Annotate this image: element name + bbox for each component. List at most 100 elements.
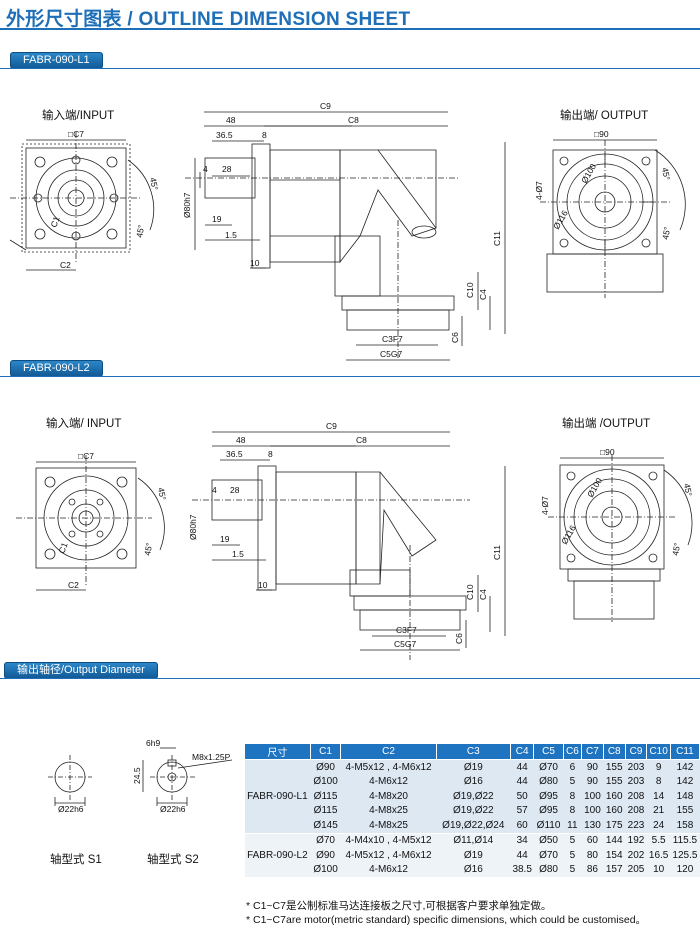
dim-angle: 45° bbox=[660, 167, 672, 181]
table-cell: 34 bbox=[510, 832, 534, 848]
table-cell: 130 bbox=[581, 818, 604, 833]
header-cell: C4 bbox=[509, 743, 535, 760]
dim-angle: 45° bbox=[670, 542, 682, 556]
dim-c5: C5G7 bbox=[394, 639, 416, 649]
dim-c9: C9 bbox=[320, 101, 331, 111]
table-cell: 6 bbox=[563, 759, 582, 775]
header-cell: C6 bbox=[562, 743, 583, 760]
dim-angle: 45° bbox=[148, 177, 160, 191]
table-cell: 175 bbox=[603, 818, 626, 833]
dim-4: 4 bbox=[203, 164, 208, 174]
dim-48: 48 bbox=[226, 115, 236, 125]
dim-c8: C8 bbox=[356, 435, 367, 445]
table-cell: 9 bbox=[646, 759, 671, 775]
table-cell: Ø70 bbox=[533, 759, 564, 775]
dimension-table: 尺寸 C1 C2 C3 C4 C5 C6 C7 C8 C9 C10 C11 FA… bbox=[244, 743, 700, 877]
dim-s1-dia: Ø22h6 bbox=[58, 804, 84, 814]
table-cell: 90 bbox=[581, 774, 604, 789]
dim-c3: C3F7 bbox=[396, 625, 417, 635]
dim-phi100: Ø100 bbox=[585, 476, 604, 499]
table-cell: Ø11,Ø14 bbox=[436, 832, 511, 848]
dim-c10: C10 bbox=[465, 282, 475, 298]
table-cell: 202 bbox=[625, 848, 647, 863]
dim-angle: 45° bbox=[682, 483, 694, 497]
table-cell: 4-M8x25 bbox=[340, 818, 437, 833]
dim-28: 28 bbox=[230, 485, 240, 495]
dim-19: 19 bbox=[220, 534, 230, 544]
table-cell: Ø90 bbox=[310, 759, 341, 775]
dim-angle: 45° bbox=[134, 224, 146, 238]
table-cell: Ø100 bbox=[310, 774, 341, 789]
dim-c10: C10 bbox=[465, 584, 475, 600]
table-cell: 120 bbox=[670, 862, 700, 877]
output-face-drawing-l1 bbox=[540, 139, 686, 298]
note-chinese: * C1~C7是公制标准马达连接板之尺寸,可根据客户要求单独定做。 bbox=[246, 900, 552, 912]
dim-s2-key: 6h9 bbox=[146, 738, 160, 748]
section-rule bbox=[0, 678, 700, 679]
dim-1-5: 1.5 bbox=[232, 549, 244, 559]
table-cell: 203 bbox=[625, 774, 647, 789]
dim-28: 28 bbox=[222, 164, 232, 174]
table-cell: 142 bbox=[670, 774, 700, 789]
table-cell: 90 bbox=[581, 759, 604, 775]
table-cell: 154 bbox=[603, 848, 626, 863]
dim-36-5: 36.5 bbox=[216, 130, 233, 140]
table-cell: 4-M6x12 bbox=[340, 862, 437, 877]
table-cell: 5 bbox=[563, 848, 582, 863]
dim-10: 10 bbox=[258, 580, 268, 590]
model-cell: FABR-090-L1 bbox=[244, 759, 311, 833]
dim-s2-thread: M8x1.25P bbox=[192, 752, 231, 762]
dim-angle: 45° bbox=[660, 226, 672, 240]
header-cell: C1 bbox=[309, 743, 342, 760]
table-cell: Ø115 bbox=[310, 789, 341, 804]
dim-sq90: □90 bbox=[600, 447, 615, 457]
dim-s2-depth: 24.5 bbox=[132, 767, 142, 784]
input-face-drawing-l2 bbox=[16, 455, 165, 591]
table-cell: Ø16 bbox=[436, 862, 511, 877]
dim-c2: C2 bbox=[68, 580, 79, 590]
table-cell: 86 bbox=[581, 862, 604, 877]
output-diameter-tag: 输出轴径/Output Diameter bbox=[4, 662, 158, 679]
table-cell: 5 bbox=[563, 832, 582, 848]
output-face-drawing-l2 bbox=[548, 455, 693, 622]
table-cell: 157 bbox=[603, 862, 626, 877]
dim-c7: □C7 bbox=[68, 129, 84, 139]
page-title: 外形尺寸图表 / OUTLINE DIMENSION SHEET bbox=[6, 9, 411, 30]
table-cell: 4-M5x12 , 4-M6x12 bbox=[340, 848, 437, 863]
dim-8: 8 bbox=[268, 449, 273, 459]
table-cell: Ø95 bbox=[533, 803, 564, 818]
header-cell: C2 bbox=[340, 743, 437, 760]
table-cell: 8 bbox=[563, 789, 582, 804]
table-cell: Ø80 bbox=[533, 774, 564, 789]
table-cell: 8 bbox=[646, 774, 671, 789]
dim-c2: C2 bbox=[60, 260, 71, 270]
table-cell: 57 bbox=[510, 803, 534, 818]
header-cell: C10 bbox=[646, 743, 671, 760]
dim-phi80: Ø80h7 bbox=[182, 192, 192, 218]
table-cell: 208 bbox=[625, 803, 647, 818]
table-cell: 155 bbox=[670, 803, 700, 818]
dim-holes: 4-Ø7 bbox=[534, 181, 544, 200]
section-rule bbox=[0, 376, 700, 377]
table-cell: 155 bbox=[603, 774, 626, 789]
table-cell: Ø19 bbox=[436, 848, 511, 863]
table-cell: 44 bbox=[510, 759, 534, 775]
table-cell: Ø50 bbox=[533, 832, 564, 848]
shaft-s1-drawing bbox=[48, 755, 92, 806]
table-cell: 14 bbox=[646, 789, 671, 804]
dim-48: 48 bbox=[236, 435, 246, 445]
table-cell: 160 bbox=[603, 803, 626, 818]
table-cell: 80 bbox=[581, 848, 604, 863]
table-cell: 192 bbox=[625, 832, 647, 848]
model-cell: FABR-090-L2 bbox=[244, 832, 311, 877]
title-rule bbox=[0, 28, 700, 30]
dim-8: 8 bbox=[262, 130, 267, 140]
table-cell: Ø95 bbox=[533, 789, 564, 804]
table-cell: Ø16 bbox=[436, 774, 511, 789]
